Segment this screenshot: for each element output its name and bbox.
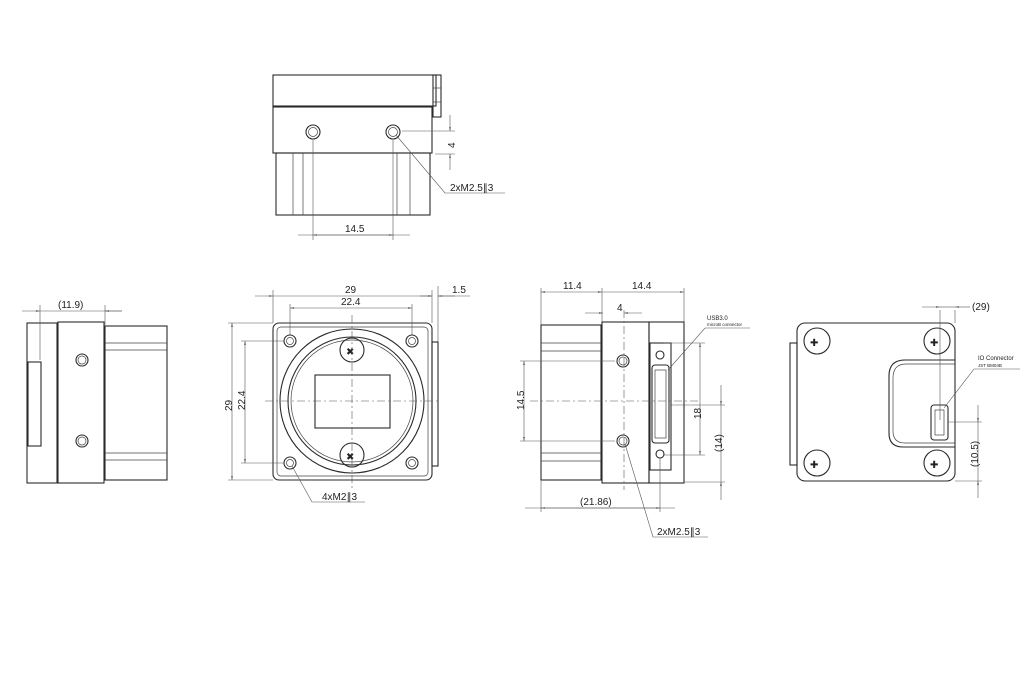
side-dim-rear: 14.4 (632, 281, 652, 292)
side-dim-hole-offset: 4 (617, 303, 623, 314)
usb-sub-label: microB connector (707, 322, 743, 327)
side-hole-label: 2xM2.5∥3 (657, 527, 701, 538)
front-dim-width: 29 (345, 285, 357, 296)
io-label: IO Connector (978, 356, 1014, 362)
svg-text:✚: ✚ (810, 338, 818, 349)
left-view: (11.9) (22, 300, 168, 484)
front-dim-hole-pitch-v: 22.4 (237, 390, 248, 410)
front-view: ✖ ✖ 29 1.5 22.4 29 22.4 4xM2∥3 (224, 285, 470, 503)
top-dim-width: 14.5 (345, 224, 365, 235)
front-dim-hole-pitch: 22.4 (341, 297, 361, 308)
svg-text:✖: ✖ (346, 347, 354, 358)
io-sub-label: JST BM04B (978, 363, 1002, 368)
side-dim-connector: (14) (714, 434, 725, 452)
left-dim-depth: (11.9) (58, 300, 83, 311)
side-dim-plate: 18 (693, 407, 704, 419)
top-dim-height: 4 (447, 142, 458, 148)
front-dim-tab: 1.5 (452, 285, 466, 296)
svg-text:✖: ✖ (346, 452, 354, 463)
front-hole-label: 4xM2∥3 (322, 492, 357, 503)
top-hole-label: 2xM2.5∥3 (450, 183, 494, 194)
back-view: ✚ ✚ ✚ ✚ (29) (10.5) IO Connector JST BM0… (789, 302, 1020, 498)
side-view: 11.4 14.4 4 14.5 18 (14) (21.86) 2xM2.5∥… (516, 281, 750, 538)
front-dim-height: 29 (224, 399, 235, 411)
side-dim-hole-pitch: 14.5 (516, 390, 527, 410)
side-dim-front: 11.4 (563, 281, 582, 292)
side-dim-total: (21.86) (580, 497, 612, 508)
screws: ✚ ✚ ✚ ✚ (803, 327, 951, 477)
svg-text:✚: ✚ (810, 460, 818, 471)
top-view: 14.5 4 2xM2.5∥3 (272, 74, 505, 240)
svg-text:✚: ✚ (930, 460, 938, 471)
back-dim-width: (29) (972, 302, 990, 313)
usb-label: USB3.0 (707, 316, 728, 322)
back-dim-io-height: (10.5) (970, 441, 981, 467)
svg-text:✚: ✚ (930, 338, 938, 349)
